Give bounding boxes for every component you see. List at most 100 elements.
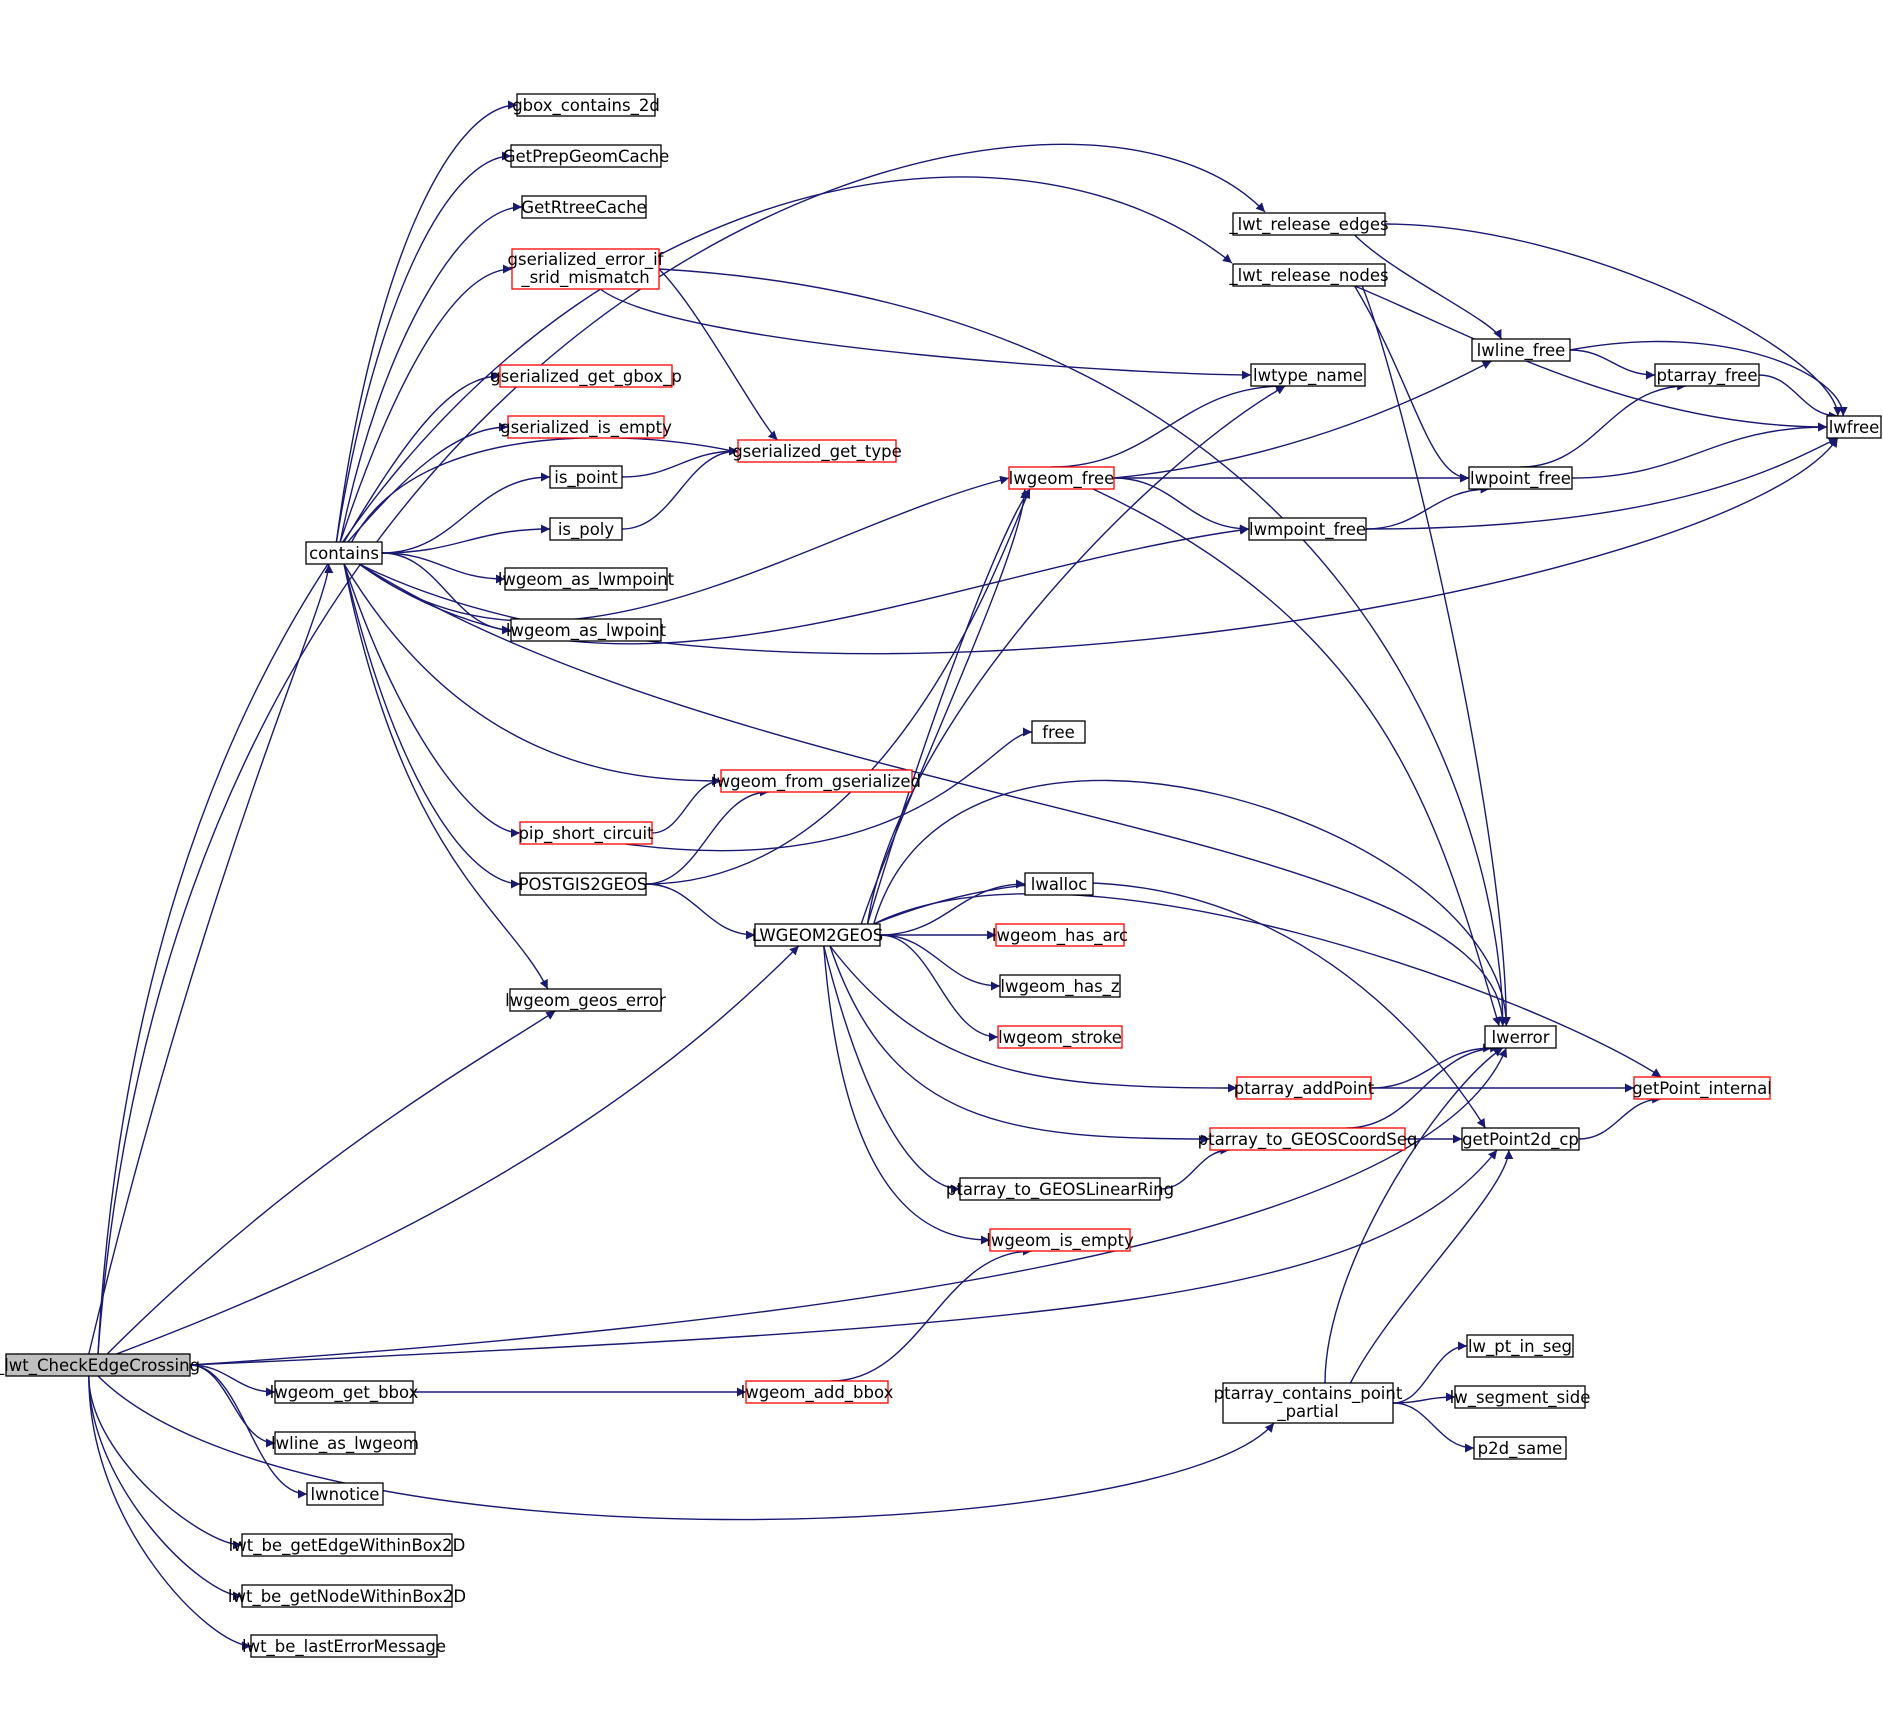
node-gserialized-get-type[interactable]: gserialized_get_type [732, 439, 902, 463]
call-edge [343, 563, 722, 786]
node-lwgeom2geos[interactable]: LWGEOM2GEOS [752, 923, 884, 947]
node-label: pip_short_circuit [518, 824, 654, 844]
call-edge [335, 151, 512, 543]
node-box [241, 1533, 453, 1557]
call-edge [1349, 1149, 1514, 1384]
node-lwgeom-add-bbox[interactable]: lwgeom_add_bbox [741, 1380, 894, 1404]
call-edge [873, 779, 1511, 1027]
node-is-point[interactable]: is_point [549, 465, 623, 489]
node-lwline-free[interactable]: lwline_free [1471, 338, 1571, 362]
node-label: lwmpoint_free [1249, 520, 1366, 540]
node-ptarray-addpoint[interactable]: ptarray_addPoint [1234, 1076, 1375, 1100]
node-lwt-be-getnodewithinbox2d[interactable]: lwt_be_getNodeWithinBox2D [228, 1584, 466, 1608]
node-label: lwgeom_get_bbox [270, 1383, 419, 1403]
call-edge [343, 563, 521, 889]
node-pip-short-circuit[interactable]: pip_short_circuit [518, 821, 654, 845]
node-lwgeom-is-empty[interactable]: lwgeom_is_empty [986, 1228, 1134, 1252]
call-edge [873, 882, 1486, 1129]
node-root[interactable]: _lwt_CheckEdgeCrossing [0, 1353, 200, 1377]
node-lwgeom-from-gserialized[interactable]: lwgeom_from_gserialized [712, 769, 921, 793]
node-box [1484, 1025, 1557, 1049]
node-lwgeom-get-bbox[interactable]: lwgeom_get_bbox [270, 1380, 419, 1404]
node-lwerror[interactable]: lwerror [1484, 1025, 1557, 1049]
call-edge [645, 883, 756, 940]
node-label: lwgeom_has_arc [992, 926, 1128, 946]
node-lwt-be-lasterrormessage[interactable]: lwt_be_lastErrorMessage [242, 1634, 446, 1658]
call-edge [343, 371, 501, 543]
node-is-poly[interactable]: is_poly [549, 517, 623, 541]
call-edge [1520, 381, 1687, 468]
node-lwt-release-edges[interactable]: _lwt_release_edges [1228, 212, 1389, 236]
node-box [1232, 263, 1386, 287]
node-getpoint-internal[interactable]: getPoint_internal [1632, 1076, 1772, 1100]
node-label: lwgeom_geos_error [505, 991, 666, 1011]
node-gserialized-is-empty[interactable]: gserialized_is_empty [500, 415, 672, 439]
node-label: lwpoint_free [1470, 469, 1571, 489]
node-label: lwgeom_as_lwpoint [506, 621, 667, 641]
node-lwgeom-free[interactable]: lwgeom_free [1008, 466, 1115, 490]
node-box [274, 1380, 414, 1404]
node-lwnotice[interactable]: lwnotice [306, 1482, 384, 1506]
node-box [1248, 517, 1367, 541]
node-contains[interactable]: contains [305, 541, 383, 565]
node-ptarray-to-geoslinearring[interactable]: ptarray_to_GEOSLinearRing [946, 1177, 1174, 1201]
call-edge [1353, 285, 1470, 483]
node-label: getPoint2d_cp [1462, 1130, 1579, 1150]
node-box [1031, 720, 1086, 744]
call-edge [621, 446, 739, 478]
node-p2d-same[interactable]: p2d_same [1473, 1436, 1567, 1460]
call-edge [879, 934, 1001, 991]
node-lwfree[interactable]: lwfree [1826, 415, 1882, 439]
call-edge [860, 488, 1030, 925]
node-ptarray-free[interactable]: ptarray_free [1654, 363, 1760, 387]
node-lwgeom-as-lwpoint[interactable]: lwgeom_as_lwpoint [506, 618, 667, 642]
call-edge [97, 143, 1266, 1355]
call-edge [358, 525, 1250, 645]
node-lwpoint-free[interactable]: lwpoint_free [1468, 466, 1573, 490]
node-postgis2geos[interactable]: POSTGIS2GEOS [519, 872, 648, 896]
node-getprepgeomcache[interactable]: GetPrepGeomCache [503, 144, 670, 168]
node-box [274, 1431, 416, 1455]
node-ptarray-to-geoscoordseq[interactable]: ptarray_to_GEOSCoordSeq [1198, 1127, 1418, 1151]
node-lwt-release-nodes[interactable]: _lwt_release_nodes [1228, 263, 1389, 287]
call-edge [1370, 1043, 1493, 1089]
node-free[interactable]: free [1031, 720, 1086, 744]
call-edge [189, 1364, 276, 1448]
node-lwgeom-has-z[interactable]: lwgeom_has_z [999, 974, 1121, 998]
node-ptarray-contains-point-partial[interactable]: ptarray_contains_point_partial [1214, 1382, 1403, 1424]
node-box [1654, 363, 1760, 387]
node-gserialized-error-if-srid-mismatch[interactable]: gserialized_error_if_srid_mismatch [508, 248, 665, 290]
node-label: getPoint_internal [1632, 1079, 1772, 1099]
call-edge [347, 422, 509, 543]
node-lw-segment-side[interactable]: lw_segment_side [1450, 1385, 1591, 1409]
call-edge [88, 1375, 243, 1601]
node-lwgeom-has-arc[interactable]: lwgeom_has_arc [992, 923, 1128, 947]
call-edge [1324, 1047, 1504, 1384]
node-lwline-as-lwgeom[interactable]: lwline_as_lwgeom [271, 1431, 419, 1455]
node-lwgeom-as-lwmpoint[interactable]: lwgeom_as_lwmpoint [498, 567, 675, 591]
call-edge [358, 563, 1508, 1027]
node-lwalloc[interactable]: lwalloc [1024, 872, 1094, 896]
call-edge [1365, 437, 1839, 530]
node-box [1454, 1385, 1586, 1409]
node-lwgeom-geos-error[interactable]: lwgeom_geos_error [505, 988, 666, 1012]
node-label: POSTGIS2GEOS [519, 875, 648, 894]
call-edge [879, 934, 999, 1042]
node-box [1473, 1436, 1567, 1460]
node-gserialized-get-gbox-p[interactable]: gserialized_get_gbox_p [490, 364, 682, 388]
node-lw-pt-in-seg[interactable]: lw_pt_in_seg [1466, 1334, 1574, 1358]
node-label: lwgeom_has_z [1000, 977, 1119, 997]
call-edge [645, 488, 1031, 885]
node-getpoint2d-cp[interactable]: getPoint2d_cp [1461, 1127, 1580, 1151]
call-edge [189, 1364, 308, 1499]
node-lwgeom-stroke[interactable]: lwgeom_stroke [997, 1025, 1123, 1049]
node-lwt-be-getedgewithinbox2d[interactable]: lwt_be_getEdgeWithinBox2D [229, 1533, 466, 1557]
node-getrtreecache[interactable]: GetRtreeCache [521, 195, 647, 219]
node-lwmpoint-free[interactable]: lwmpoint_free [1248, 517, 1367, 541]
node-gbox-contains-2d[interactable]: gbox_contains_2d [512, 93, 660, 117]
node-box [510, 144, 662, 168]
call-edge [1050, 381, 1286, 468]
node-box [1209, 1127, 1406, 1151]
call-edge [381, 472, 551, 554]
node-lwtype-name[interactable]: lwtype_name [1250, 363, 1366, 387]
